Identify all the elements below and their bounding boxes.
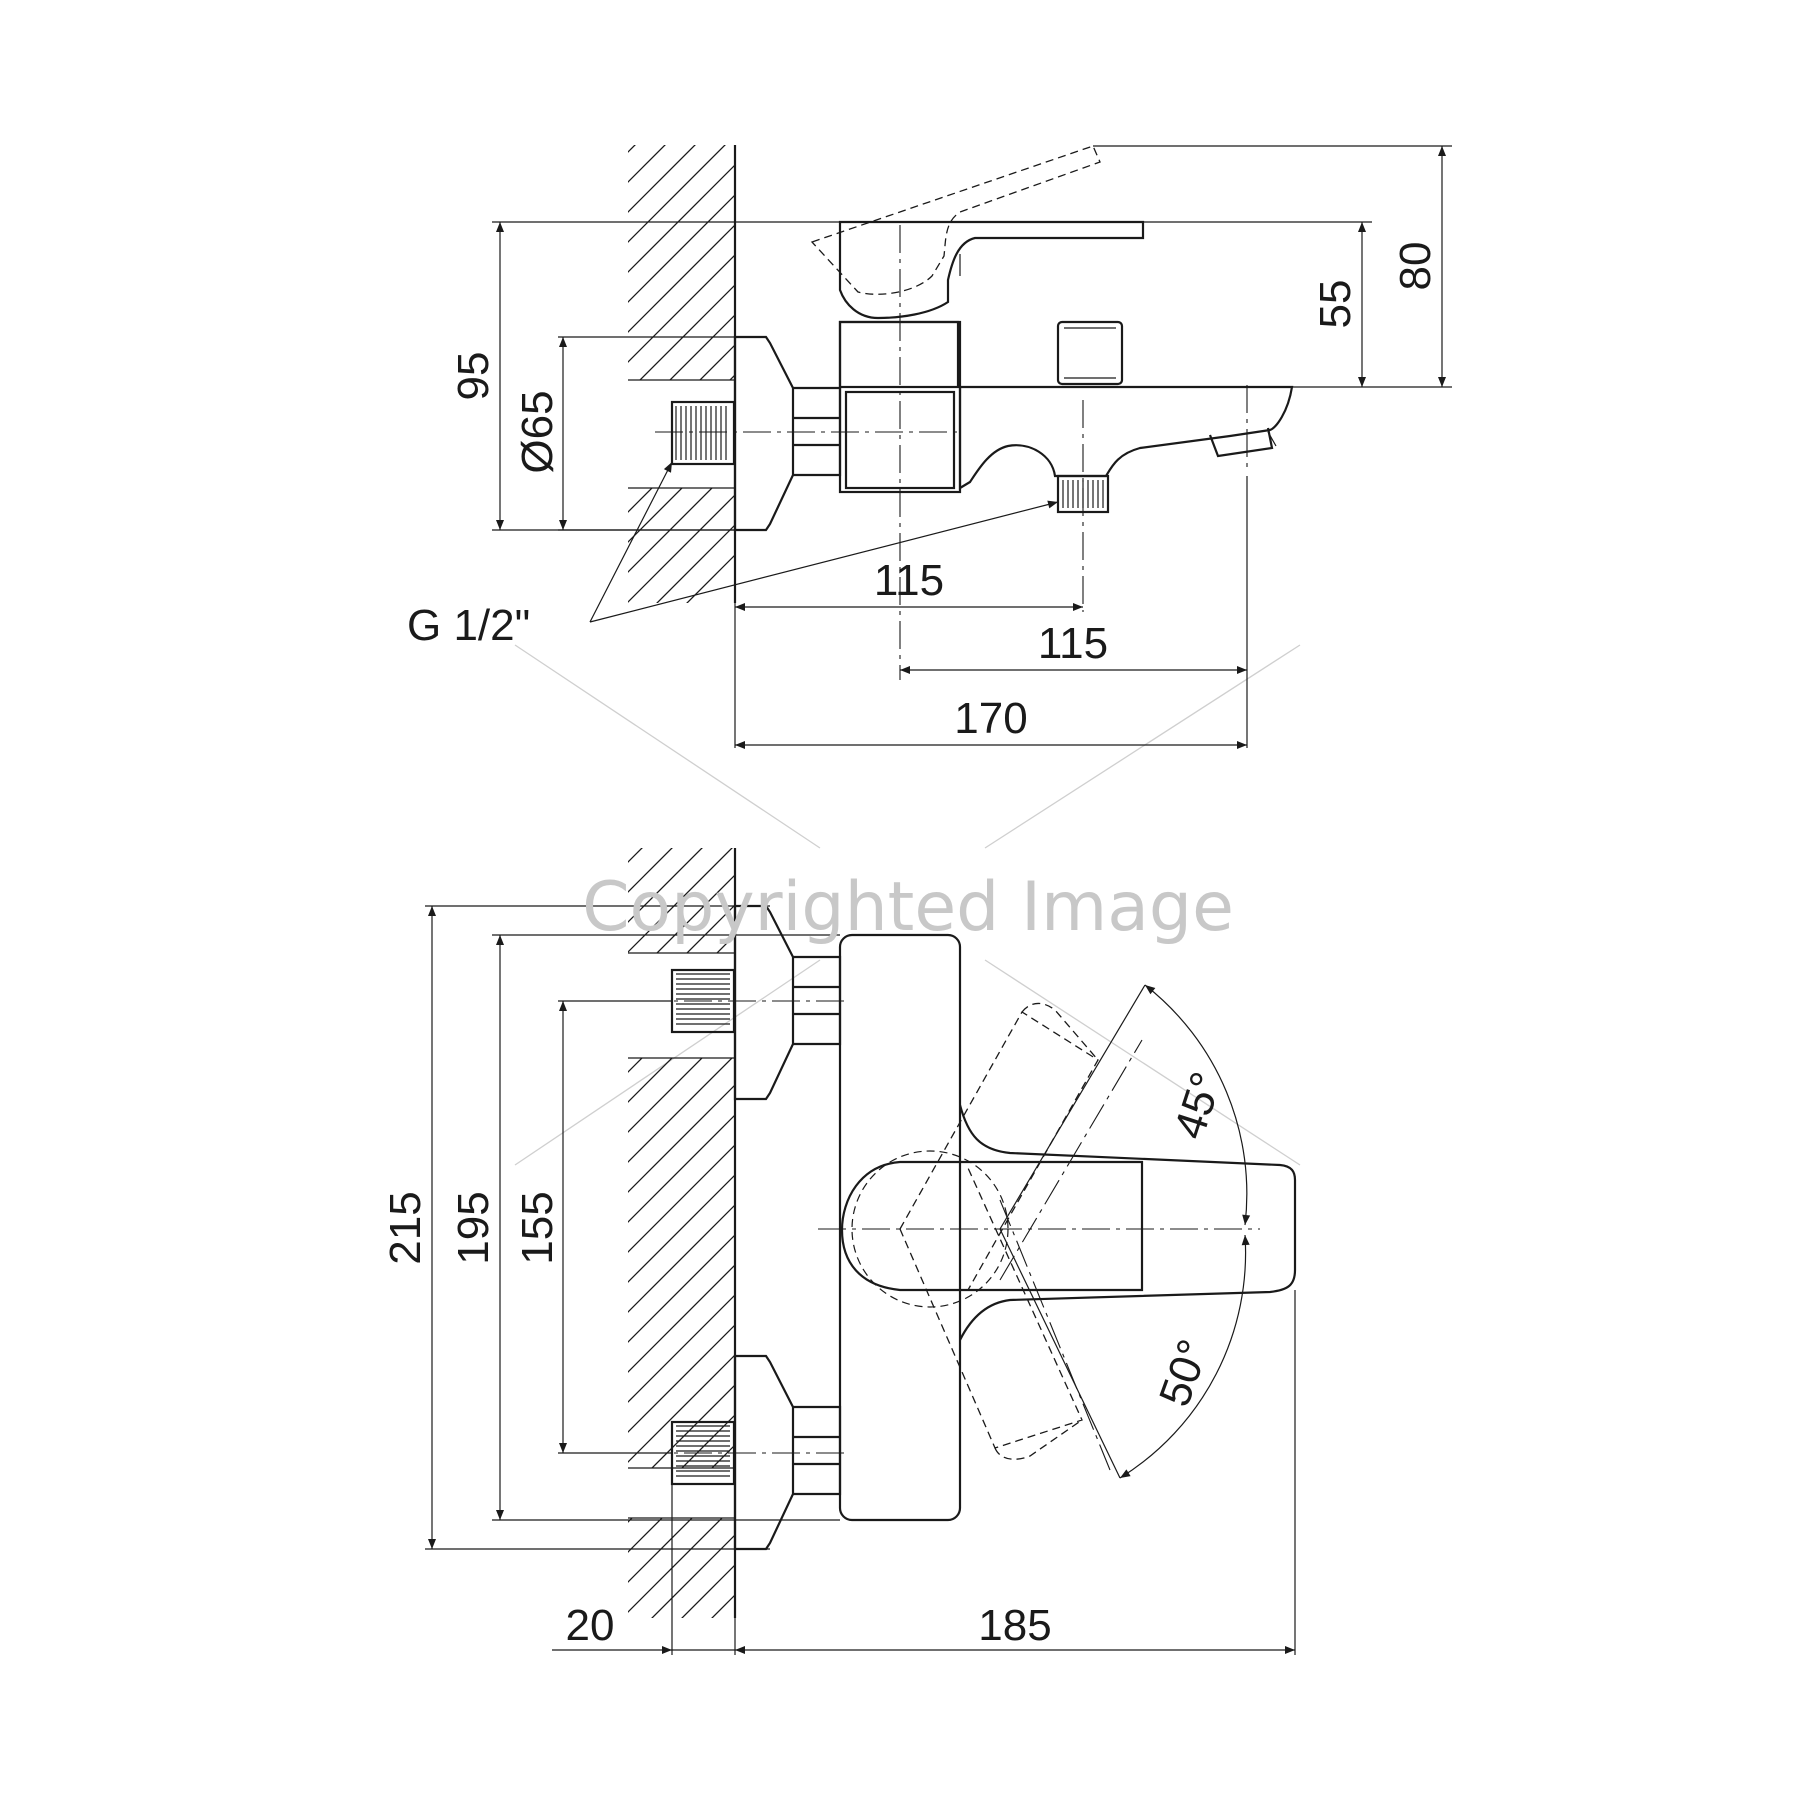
wall-hatch-front-3 [628, 1518, 736, 1618]
handle-front [958, 1104, 1297, 1341]
dim-155: 155 [513, 1191, 562, 1264]
dim-195: 195 [449, 1191, 498, 1264]
angle-45: 45° [1165, 1066, 1232, 1144]
escutcheon-side [733, 335, 795, 532]
spout-side [958, 385, 1294, 490]
angle-arc-45 [1144, 984, 1251, 1226]
wall-hatch-front-2 [628, 1058, 736, 1468]
dim-185: 185 [978, 1601, 1051, 1650]
diverter-knob [1056, 320, 1124, 386]
body-front [838, 933, 962, 1522]
thread-stub-side [670, 400, 736, 466]
dim-55: 55 [1311, 280, 1360, 329]
side-view: 95 Ø65 55 80 115 115 170 G 1/2" [407, 145, 1452, 749]
cartridge-side [838, 320, 960, 389]
angle-50: 50° [1150, 1333, 1219, 1412]
wall-hatch-front-1 [628, 848, 736, 953]
thread-label: G 1/2" [407, 601, 530, 650]
dim-20: 20 [566, 1601, 615, 1650]
thread-leader-1 [589, 461, 673, 623]
watermark-text: Copyrighted Image [582, 868, 1234, 947]
dim-115-a: 115 [874, 556, 944, 605]
dim-95: 95 [449, 352, 498, 401]
dim-215: 215 [381, 1191, 430, 1264]
handle-rotated-side [810, 145, 1101, 295]
handle-rotated-up [899, 1011, 1099, 1291]
wall-hatch-lower [628, 488, 736, 603]
nut-front-lower [793, 1405, 842, 1496]
wall-hatch-upper [628, 145, 736, 380]
angle-arc-50 [1119, 1234, 1250, 1479]
lever-knob-front [840, 1160, 1144, 1292]
dim-115-b: 115 [1038, 619, 1108, 668]
front-view: 215 195 155 20 185 45° 50° [381, 848, 1297, 1655]
handle-rotated-down [899, 1167, 1083, 1449]
handle-side [838, 220, 1145, 320]
dim-diameter-65: Ø65 [513, 390, 562, 473]
dim-80: 80 [1391, 242, 1440, 291]
thread-leader-2 [589, 500, 1059, 623]
dim-170: 170 [954, 694, 1027, 743]
